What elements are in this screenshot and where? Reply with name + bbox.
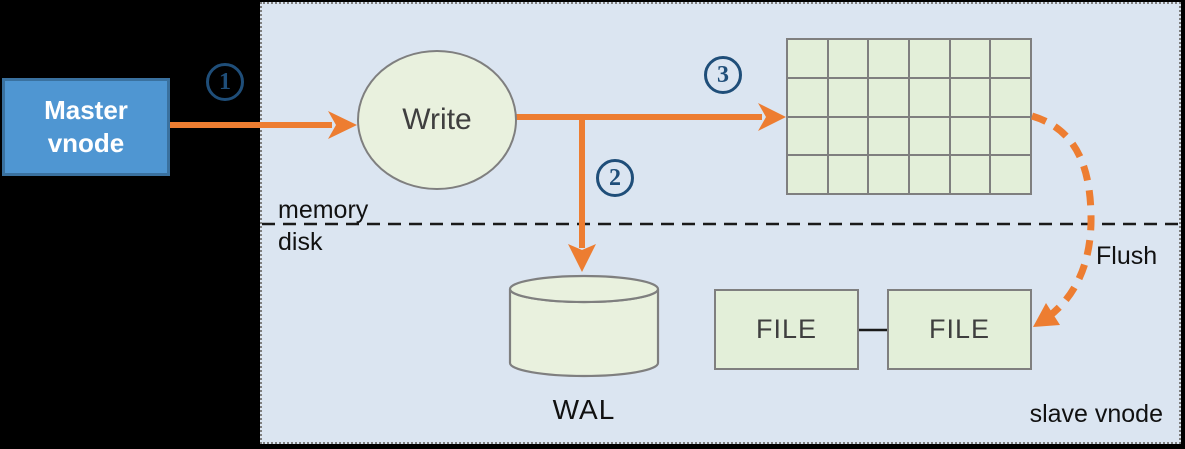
step-3-number: 3: [717, 61, 729, 88]
grid-cell: [788, 117, 827, 155]
grid-cell: [828, 78, 868, 116]
grid-cell: [828, 117, 868, 155]
grid-cell: [910, 78, 949, 116]
step-1-number: 1: [219, 68, 231, 95]
grid-cell: [869, 156, 908, 193]
file-left-label: FILE: [755, 314, 818, 344]
grid-cell: [991, 78, 1030, 116]
grid-cell: [910, 156, 949, 193]
file-right-label: FILE: [928, 314, 991, 344]
grid-cell: [910, 40, 949, 77]
grid-cell: [950, 78, 990, 116]
grid-cell: [828, 40, 868, 77]
file-box-right: FILE: [887, 289, 1032, 370]
disk-label: disk: [278, 228, 323, 256]
grid-cell: [788, 78, 827, 116]
write-ellipse: Write: [357, 50, 517, 190]
grid-cell: [869, 40, 908, 77]
step-2-number: 2: [609, 164, 621, 191]
grid-cell: [991, 156, 1030, 193]
slave-vnode-label: slave vnode: [1029, 400, 1163, 428]
grid-cell: [950, 156, 990, 193]
grid-cell: [910, 117, 949, 155]
grid-cell: [869, 78, 908, 116]
grid-cell: [991, 117, 1030, 155]
step-1-badge: 1: [206, 63, 244, 101]
memory-table-grid: [786, 38, 1032, 195]
grid-cell: [991, 40, 1030, 77]
write-label: Write: [402, 103, 472, 136]
grid-cell: [788, 40, 827, 77]
step-2-badge: 2: [596, 159, 634, 197]
master-vnode-box: Master vnode: [2, 78, 170, 176]
grid-cell: [828, 156, 868, 193]
master-vnode-label-line1: Master: [44, 95, 128, 125]
step-3-badge: 3: [704, 56, 742, 94]
wal-label: WAL: [552, 394, 616, 425]
memory-label: memory: [278, 196, 369, 224]
grid-cell: [788, 156, 827, 193]
flush-label: Flush: [1096, 242, 1158, 270]
master-vnode-label-line2: vnode: [47, 128, 125, 158]
grid-cell: [950, 117, 990, 155]
grid-cell: [869, 117, 908, 155]
grid-cell: [950, 40, 990, 77]
file-box-left: FILE: [714, 289, 859, 370]
